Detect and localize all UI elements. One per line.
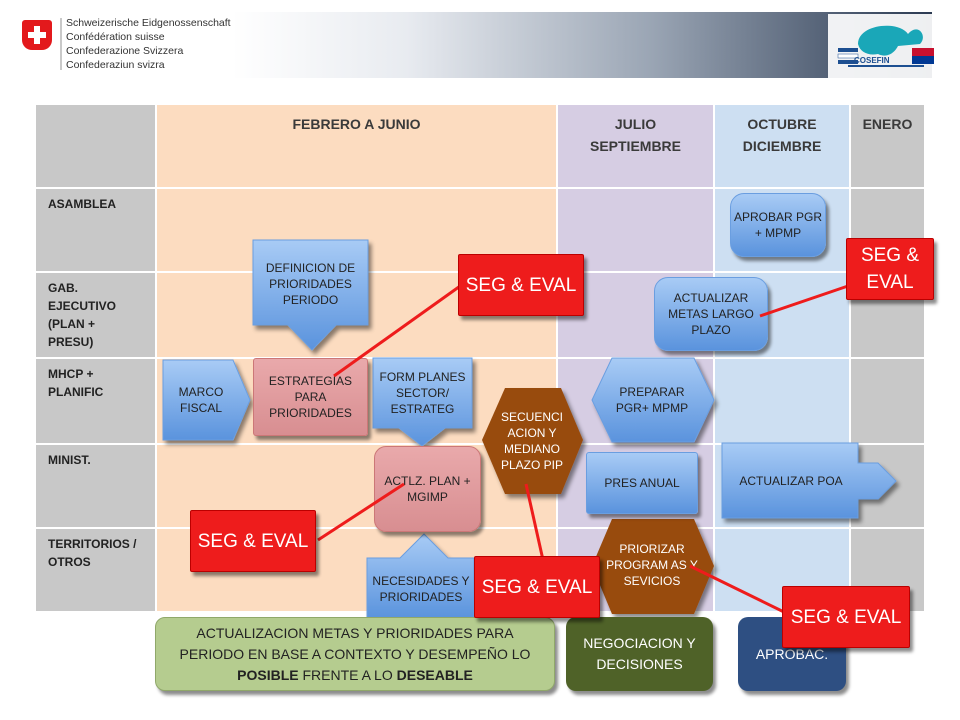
green-bold-posible: POSIBLE (237, 667, 299, 683)
header-divider (60, 18, 62, 70)
seg-eval-label-5: SEG & EVAL (782, 586, 910, 648)
row-separator (156, 357, 925, 359)
necesidades-box: NECESIDADES Y PRIORIDADES (372, 574, 470, 604)
marco-fiscal-arrow-shape (162, 359, 251, 441)
swiss-flag-icon (22, 20, 52, 50)
corner-cell (35, 104, 156, 188)
actualizar-poa-box: ACTUALIZAR POA (739, 474, 843, 488)
secuenciacion-hexagon (482, 388, 583, 494)
actualizar-poa-arrow-shape (721, 442, 897, 519)
actlz-plan-box: ACTLZ. PLAN + MGIMP (374, 446, 481, 532)
actualizacion-metas-box: ACTUALIZACION METAS Y PRIORIDADES PARA P… (155, 617, 555, 691)
column-enero: ENERO (850, 104, 925, 188)
body-oct-dic (714, 188, 850, 612)
green-text-2: FRENTE A LO (298, 667, 397, 683)
aprobar-pgr-box: APROBAR PGR + MPMP (730, 193, 826, 257)
pres-anual-box: PRES ANUAL (586, 452, 698, 514)
negociacion-box: NEGOCIACION Y DECISIONES (566, 617, 713, 691)
cosefin-label: COSEFIN (854, 56, 890, 65)
definicion-box: DEFINICION DE PRIORIDADES PERIODO (265, 261, 356, 307)
preparar-pgr-box: PREPARAR PGR+ MPMP (615, 385, 689, 415)
green-text-1: ACTUALIZACION METAS Y PRIORIDADES PARA P… (179, 625, 531, 662)
row-territorios: TERRITORIOS / OTROS (35, 528, 156, 612)
swiss-confederation-text: Schweizerische Eidgenossenschaft Confédé… (66, 17, 231, 71)
row-minist: MINIST. (35, 444, 156, 528)
priorizar-box: PRIORIZAR PROGRAM AS Y SEVICIOS (606, 542, 698, 588)
cosefin-logo (828, 14, 940, 78)
row-gab-ejecutivo: GAB. EJECUTIVO (PLAN + PRESU) (35, 272, 156, 358)
secuenciacion-box: SECUENCI ACION Y MEDIANO PLAZO PIP (500, 410, 564, 472)
header-gradient (232, 12, 932, 78)
form-planes-callout-shape (372, 357, 473, 447)
seg-eval-label-3: SEG & EVAL (190, 510, 316, 572)
marco-fiscal-box: MARCO FISCAL (178, 385, 224, 415)
seg-eval-label-1: SEG & EVAL (458, 254, 584, 316)
priorizar-hexagon (592, 519, 714, 614)
seg-eval-label-2: SEG & EVAL (846, 238, 934, 300)
row-mhcp-planific: MHCP + PLANIFIC (35, 358, 156, 444)
actualizar-metas-box: ACTUALIZAR METAS LARGO PLAZO (654, 277, 768, 351)
seg-eval-label-4: SEG & EVAL (474, 556, 600, 618)
column-feb-jun: FEBRERO A JUNIO (156, 104, 557, 188)
green-bold-deseable: DESEABLE (396, 667, 473, 683)
estrategias-box: ESTRATEGIAS PARA PRIORIDADES (253, 358, 368, 436)
column-jul-sep: JULIO SEPTIEMBRE (557, 104, 714, 188)
form-planes-box: FORM PLANES SECTOR/ ESTRATEG (379, 370, 466, 416)
row-asamblea: ASAMBLEA (35, 188, 156, 272)
column-oct-dic: OCTUBRE DICIEMBRE (714, 104, 850, 188)
preparar-hexagon (591, 357, 715, 443)
